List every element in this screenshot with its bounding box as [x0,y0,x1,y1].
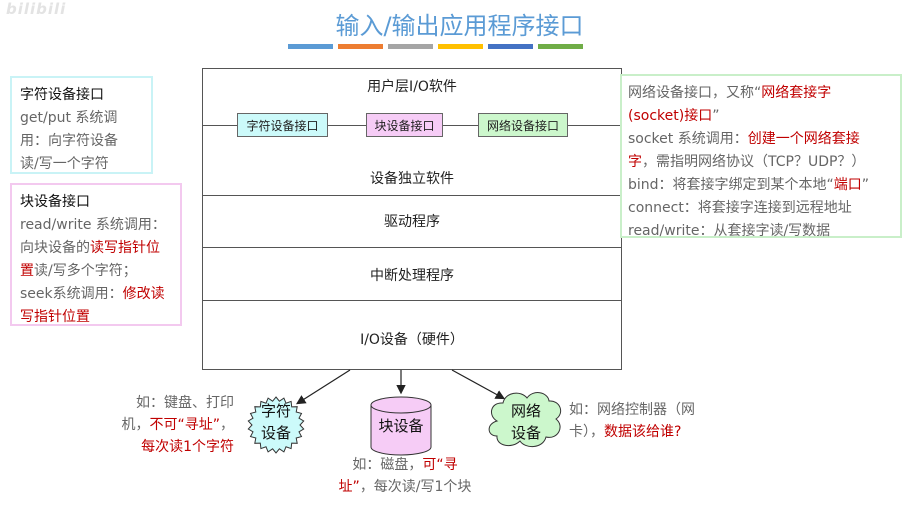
net-text-seg: ，需指明网络协议（TCP？UDP？） [642,154,866,170]
block-panel-text: 置读/写多个字符； [20,260,172,283]
caption-highlight: 数据该给谁? [604,424,682,440]
char-device-shape [247,396,305,454]
caption-line: 址”，每次读/写1个块 [325,476,485,498]
caption-highlight: 址” [338,479,360,495]
color-bar-2 [338,44,383,49]
caption-seg: 机， [121,417,150,433]
caption-line: 卡），数据该给谁? [569,421,719,443]
net-panel-text: (socket)接口” [628,105,894,128]
block-panel-text: 向块设备的读写指针位 [20,237,172,260]
char-device-caption: 如：键盘、打印 机，不可“寻址”， 每次读1个字符 [106,392,234,458]
user-layer-label: 用户层I/O软件 [367,79,457,95]
arrow-to-char-device [295,369,351,405]
caption-line: 如：网络控制器（网 [569,402,695,418]
block-text-highlight: 修改读 [122,286,165,302]
caption-seg: 卡）， [569,424,604,440]
block-text-highlight: 读写指针位 [90,240,160,256]
layer-divider [202,195,622,196]
layer-divider [202,247,622,248]
net-panel-text: connect：将套接字连接到远程地址 [628,200,852,216]
interrupt-label: 中断处理程序 [370,268,454,284]
caption-seg: ，每次读/写1个块 [359,479,472,495]
net-text-highlight: 网络套接字 [761,85,832,101]
block-text-highlight: 写指针位置 [20,309,90,325]
block-panel-text: read/write 系统调用： [20,217,166,233]
caption-line: 每次读1个字符 [141,439,234,455]
slide-title: 输入/输出应用程序接口 [335,12,584,40]
block-panel-text: seek系统调用：修改读 [20,283,172,306]
block-device-caption: 如：磁盘，可“寻 址”，每次读/写1个块 [325,454,485,498]
arrow-to-net-device [451,369,506,400]
net-device-label: 设备 [511,424,541,442]
char-panel-text: get/put 系统调 [20,110,118,126]
net-panel-text: socket 系统调用：创建一个网络套接 [628,128,894,151]
hardware-label: I/O设备（硬件） [360,332,464,348]
char-panel-text: 用：向字符设备 [20,133,118,149]
net-text-seg: ” [861,177,870,193]
net-text-highlight: 端口 [833,177,862,193]
net-text-seg: 网络设备接口，又称“ [628,85,762,101]
layer-divider [202,300,622,301]
caption-line: 如：键盘、打印 [136,395,234,411]
net-text-seg: bind：将套接字绑定到某个本地“ [628,177,834,193]
color-bar-4 [438,44,483,49]
char-panel-text: 读/写一个字符 [20,156,109,172]
net-device-label: 网络 [511,402,541,420]
color-bar-3 [388,44,433,49]
net-panel-text: read/write：从套接字读/写数据 [628,223,831,239]
net-device-shape [488,392,562,447]
block-text-highlight: 置 [20,263,34,279]
caption-line: 如：磁盘，可“寻 [325,454,485,476]
char-device-label: 字符 [261,402,291,420]
net-text-seg: ” [712,108,720,124]
watermark-logo: bilibili [6,0,67,18]
char-device-interface: 字符设备接口 [237,113,328,137]
caption-highlight: 不可“寻址” [149,417,220,433]
net-text-highlight: (socket)接口 [628,108,713,124]
color-bar-5 [488,44,533,49]
block-interface-panel: 块设备接口 read/write 系统调用： 向块设备的读写指针位 置读/写多个… [10,183,182,326]
net-panel-text: bind：将套接字绑定到某个本地“端口” [628,174,894,197]
char-interface-panel: 字符设备接口 get/put 系统调 用：向字符设备 读/写一个字符 [10,76,153,174]
net-text-highlight: 字 [628,154,642,170]
net-device-interface: 网络设备接口 [478,113,568,137]
block-device-shape [370,405,432,456]
driver-label: 驱动程序 [384,214,440,230]
color-bar-1 [288,44,333,49]
caption-line: 机，不可“寻址”， [106,414,234,436]
color-bar-6 [538,44,583,49]
block-device-label: 块设备 [378,417,423,435]
block-device-interface: 块设备接口 [366,113,443,137]
caption-seg: ， [220,417,234,433]
net-text-highlight: 创建一个网络套接 [747,131,860,147]
device-independent-label: 设备独立软件 [370,171,454,187]
block-text-seg: 读/写多个字符； [34,263,137,279]
block-device-top [370,396,432,414]
caption-highlight: 可“寻 [422,457,458,473]
net-panel-text: 网络设备接口，又称“网络套接字 [628,82,894,105]
net-text-seg: socket 系统调用： [628,131,748,147]
block-panel-title: 块设备接口 [20,194,90,210]
char-device-label: 设备 [261,424,291,442]
net-device-caption: 如：网络控制器（网 卡），数据该给谁? [569,399,719,443]
block-text-seg: seek系统调用： [20,286,123,302]
net-panel-text: 字，需指明网络协议（TCP？UDP？） [628,151,894,174]
char-panel-title: 字符设备接口 [20,87,104,103]
net-interface-panel: 网络设备接口，又称“网络套接字 (socket)接口” socket 系统调用：… [620,74,902,239]
block-text-seg: 向块设备的 [20,240,90,256]
caption-seg: 如：磁盘， [352,457,423,473]
